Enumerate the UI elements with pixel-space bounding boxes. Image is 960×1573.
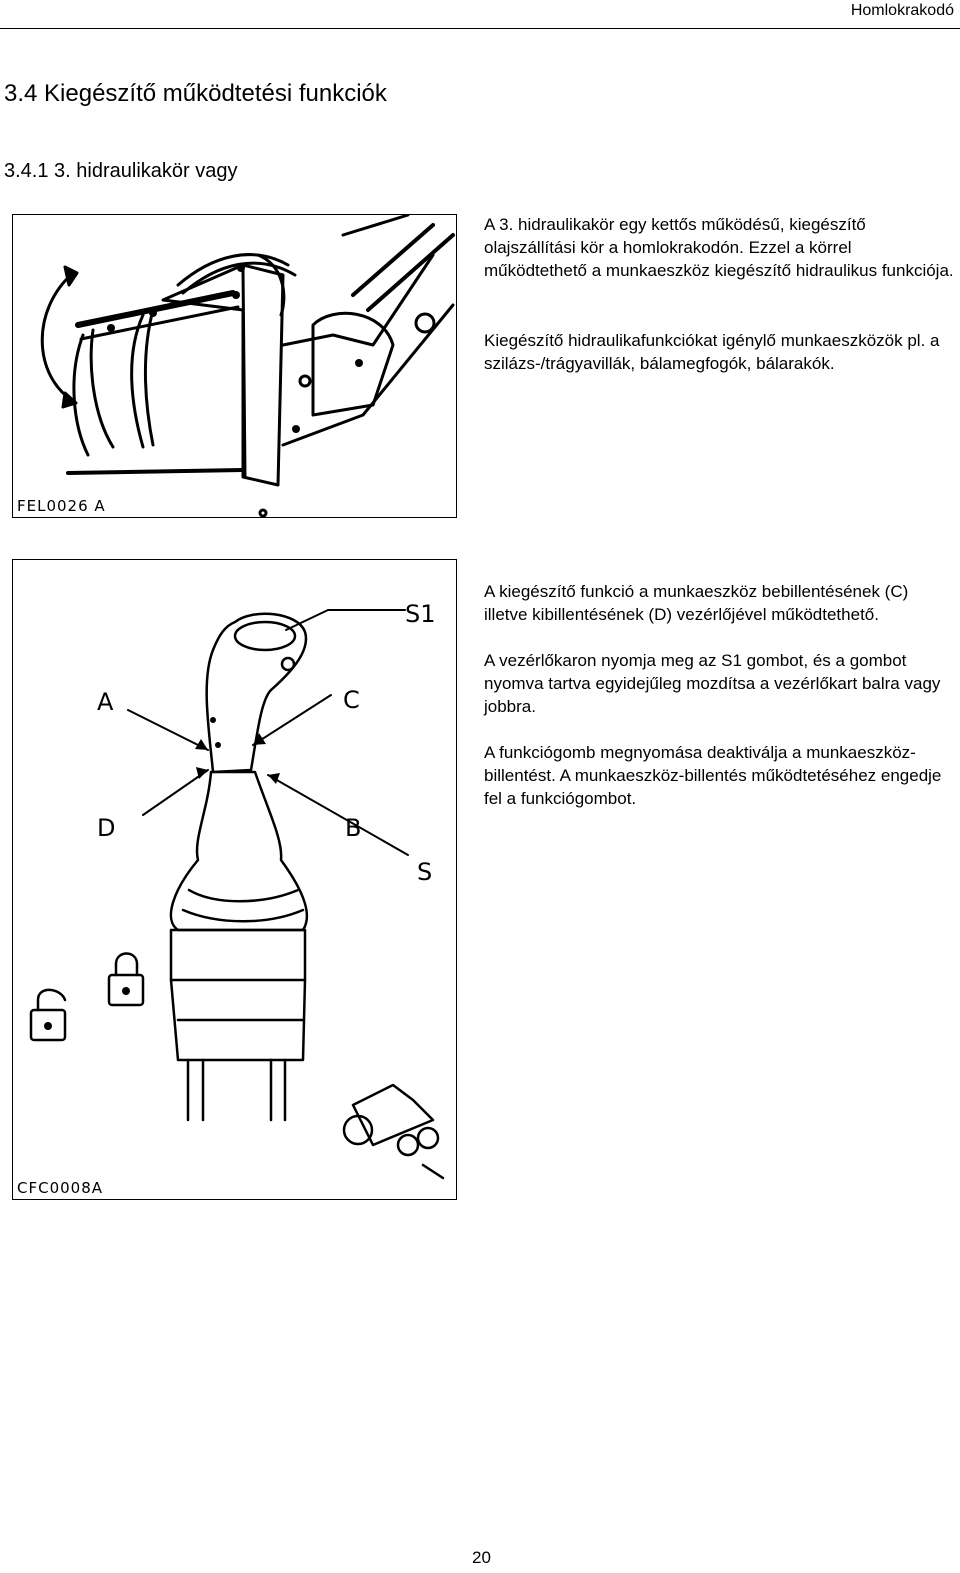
label-s1: S1 xyxy=(405,600,436,628)
label-c: C xyxy=(343,686,360,714)
label-s: S xyxy=(417,858,432,886)
page-number: 20 xyxy=(472,1548,491,1567)
figure-code: FEL0026 A xyxy=(17,497,106,515)
section-title: 3.4 Kiegészítő működtetési funkciók xyxy=(4,80,387,107)
paragraph-2: Kiegészítő hidraulikafunkciókat igénylő … xyxy=(484,331,940,373)
paragraph-1: A 3. hidraulikakör egy kettős működésű, … xyxy=(484,215,954,280)
paragraph-4: A vezérlőkaron nyomja meg az S1 gombot, … xyxy=(484,651,941,716)
page-header: Homlokrakodó xyxy=(0,0,960,29)
label-b: B xyxy=(345,814,361,842)
figure-code: CFC0008A xyxy=(17,1179,104,1197)
figure-joystick: S1 A C D B S CFC0008A xyxy=(12,559,457,1200)
label-a: A xyxy=(97,688,114,716)
header-title: Homlokrakodó xyxy=(850,2,954,19)
front-loader-illustration xyxy=(40,215,455,517)
paragraph-5: A funkciógomb megnyomása deaktiválja a m… xyxy=(484,743,942,808)
figure-front-loader: FEL0026 A xyxy=(12,214,457,518)
label-d: D xyxy=(97,814,115,842)
paragraph-3: A kiegészítő funkció a munkaeszköz bebil… xyxy=(484,582,909,624)
joystick-illustration: S1 A C D B S xyxy=(29,600,445,1180)
subsection-title: 3.4.1 3. hidraulikakör vagy xyxy=(4,160,238,182)
